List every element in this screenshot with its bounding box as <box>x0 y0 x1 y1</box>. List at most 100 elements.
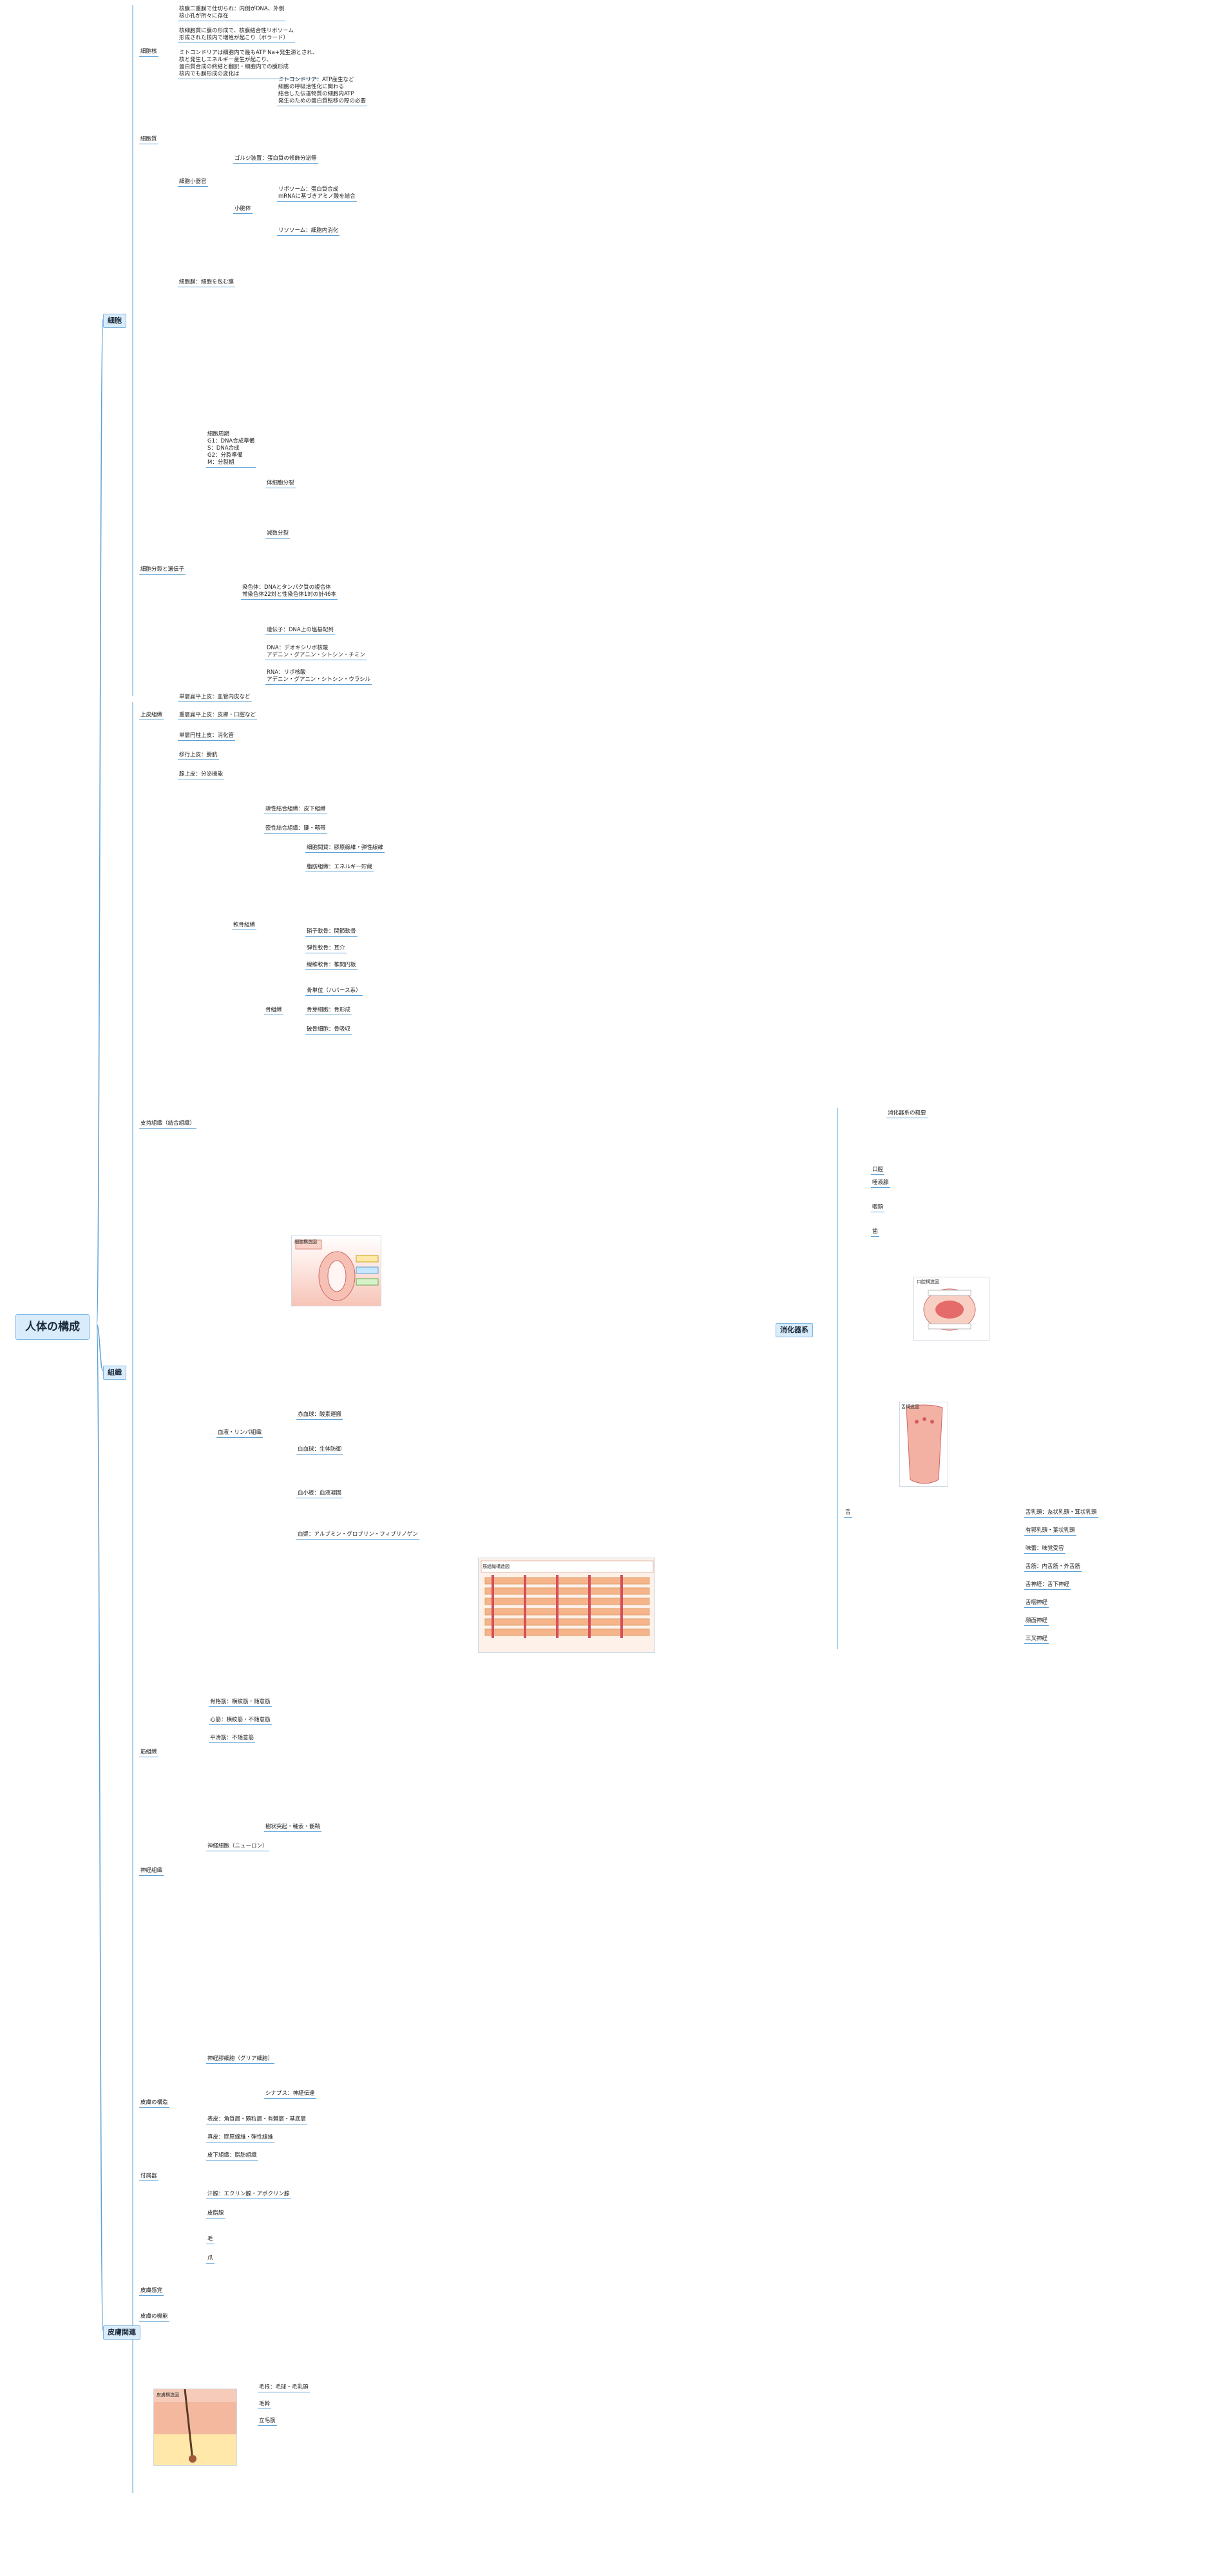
node-d_tongue8[interactable]: 三叉神経 <box>1024 1635 1049 1644</box>
node-d_tongue7[interactable]: 顔面神経 <box>1024 1617 1049 1626</box>
node-t_muscle[interactable]: 筋組織 <box>139 1748 158 1757</box>
node-c_rna[interactable]: RNA：リボ核酸 アデニン・グアニン・シトシン・ウラシル <box>265 669 372 685</box>
node-n3[interactable]: ミトコンドリアは細胞内で最もATP Na+発生源とされ、 核と発生しエネルギー産… <box>178 49 320 79</box>
node-c_lyso[interactable]: リソソーム：細胞内消化 <box>277 227 340 236</box>
node-s_epi[interactable]: 表皮：角質層・顆粒層・有棘層・基底層 <box>206 2115 308 2124</box>
node-c_meiosis[interactable]: 減数分裂 <box>265 530 291 539</box>
node-s_func[interactable]: 皮膚の機能 <box>139 2313 169 2322</box>
node-c_ribo[interactable]: リボソーム：蛋白質合成 mRNAに基づきアミノ酸を結合 <box>277 186 357 202</box>
skin-structure-graphic <box>154 2389 236 2465</box>
skin-structure-caption: 皮膚構造図 <box>157 2392 179 2398</box>
node-s_hair3[interactable]: 立毛筋 <box>258 2417 277 2426</box>
branch-digestive[interactable]: 消化器系 <box>776 1323 813 1337</box>
node-s_sebum[interactable]: 皮脂腺 <box>206 2209 225 2218</box>
branch-tissue[interactable]: 組織 <box>103 1366 126 1380</box>
node-t_blood3[interactable]: 血小板：血液凝固 <box>296 1489 343 1498</box>
node-t_bone1[interactable]: 骨単位（ハバース系） <box>305 987 363 996</box>
node-c_golgi[interactable]: ゴルジ装置：蛋白質の修飾分泌等 <box>233 155 318 164</box>
node-c_nucleus[interactable]: 細胞核 <box>139 48 158 57</box>
node-s_sense[interactable]: 皮膚感覚 <box>139 2287 164 2296</box>
node-s_append[interactable]: 付属器 <box>139 2172 158 2181</box>
node-t_conn2[interactable]: 密性結合組織：腱・靱帯 <box>264 825 327 834</box>
node-d_tongue5[interactable]: 舌神経：舌下神経 <box>1024 1581 1071 1590</box>
node-d_mouth[interactable]: 口腔 <box>871 1166 885 1175</box>
muscle-structure-caption: 筋組織構造図 <box>482 1564 510 1569</box>
node-c_cycle[interactable]: 細胞周期 G1：DNA合成準備 S：DNA合成 G2：分裂準備 M：分裂期 <box>206 430 256 468</box>
node-t_epi5[interactable]: 腺上皮：分泌機能 <box>178 770 225 779</box>
node-d_tongue6[interactable]: 舌咽神経 <box>1024 1599 1049 1608</box>
node-d_pharynx[interactable]: 咽頭 <box>871 1203 885 1212</box>
node-c_gene[interactable]: 遺伝子：DNA上の塩基配列 <box>265 626 335 635</box>
node-t_muscle1[interactable]: 骨格筋：横紋筋・随意筋 <box>209 1698 272 1707</box>
node-s_hair1[interactable]: 毛根：毛球・毛乳頭 <box>258 2383 310 2392</box>
node-t_conn3[interactable]: 細胞間質：膠原線維・弾性線維 <box>305 844 385 853</box>
node-c_er[interactable]: 小胞体 <box>233 205 253 214</box>
node-d_tongue[interactable]: 舌 <box>844 1509 852 1518</box>
node-d_tongue3[interactable]: 味蕾：味覚受容 <box>1024 1545 1065 1554</box>
node-c_dna[interactable]: DNA：デオキシリボ核酸 アデニン・グアニン・シトシン・チミン <box>265 644 367 660</box>
node-t_cart3[interactable]: 線維軟骨：椎間円板 <box>305 961 358 970</box>
node-s_sweat[interactable]: 汗腺：エクリン腺・アポクリン腺 <box>206 2190 291 2199</box>
node-t_nerve3[interactable]: 樹状突起・軸索・髄鞘 <box>264 1823 322 1832</box>
node-n1[interactable]: 核膜二重膜で仕切られ：内側がDNA、外側 核小孔が所々に存在 <box>178 5 286 21</box>
node-d_overview[interactable]: 消化器系の概要 <box>886 1109 928 1118</box>
tongue-structure-caption: 舌構造図 <box>901 1404 919 1409</box>
node-t_muscle2[interactable]: 心筋：横紋筋・不随意筋 <box>209 1716 272 1725</box>
node-c_mitosis[interactable]: 体細胞分裂 <box>265 479 296 488</box>
node-t_bone2[interactable]: 骨芽細胞：骨形成 <box>305 1006 352 1015</box>
node-t_bone[interactable]: 骨組織 <box>264 1006 283 1015</box>
node-t_conn1[interactable]: 疎性結合組織：皮下組織 <box>264 805 327 814</box>
node-c_body[interactable]: 細胞質 <box>139 135 158 144</box>
tongue-structure-graphic <box>906 1404 943 1484</box>
node-t_epi2[interactable]: 重層扁平上皮：皮膚・口腔など <box>178 711 258 720</box>
node-t_epi3[interactable]: 単層円柱上皮：消化管 <box>178 732 236 741</box>
node-t_blood1[interactable]: 赤血球：酸素運搬 <box>296 1411 343 1420</box>
node-n2[interactable]: 核細胞質に膜の形成で、核膜結合性リボソーム 形成された核内で増殖が起こり（ボラー… <box>178 27 295 43</box>
node-d_tongue2[interactable]: 有郭乳頭・葉状乳頭 <box>1024 1527 1076 1536</box>
node-t_conn[interactable]: 支持組織（結合組織） <box>139 1120 197 1129</box>
branch-cell[interactable]: 細胞 <box>103 314 126 328</box>
node-t_nerve[interactable]: 神経組織 <box>139 1867 164 1876</box>
muscle-structure-graphic <box>481 1560 654 1638</box>
node-d_tongue1[interactable]: 舌乳頭：糸状乳頭・茸状乳頭 <box>1024 1509 1098 1518</box>
node-c_organelle[interactable]: 細胞小器官 <box>178 178 208 187</box>
node-t_cart1[interactable]: 硝子軟骨：関節軟骨 <box>305 928 358 937</box>
node-t_nerve4[interactable]: シナプス：神経伝達 <box>264 2090 316 2099</box>
mouth-structure-image: 口腔構造図 <box>913 1277 989 1341</box>
connector-root-tissue <box>96 1324 104 1371</box>
node-t_epi[interactable]: 上皮組織 <box>139 711 164 720</box>
node-t_muscle3[interactable]: 平滑筋：不随意筋 <box>209 1734 256 1743</box>
skin-structure-image: 皮膚構造図 <box>153 2389 237 2466</box>
node-t_conn4[interactable]: 脂肪組織：エネルギー貯蔵 <box>305 863 374 872</box>
node-t_epi1[interactable]: 単層扁平上皮：血管内皮など <box>178 693 252 702</box>
node-s_hair2[interactable]: 毛幹 <box>258 2400 272 2409</box>
root-node[interactable]: 人体の構成 <box>15 1314 90 1340</box>
node-s_nail[interactable]: 爪 <box>206 2255 215 2264</box>
node-t_nerve1[interactable]: 神経細胞（ニューロン） <box>206 1842 269 1851</box>
node-s_sub[interactable]: 皮下組織：脂肪組織 <box>206 2151 258 2161</box>
node-c_mito[interactable]: ミトコンドリア：ATP産生など 細胞の呼吸活性化に関わる 結合した伝達物質の細胞… <box>277 76 368 106</box>
node-c_chromo[interactable]: 染色体：DNAとタンパク質の複合体 常染色体22対と性染色体1対の計46本 <box>241 584 338 600</box>
node-t_cart2[interactable]: 弾性軟骨：耳介 <box>305 944 347 953</box>
node-t_blood2[interactable]: 白血球：生体防御 <box>296 1445 343 1455</box>
node-t_nerve2[interactable]: 神経膠細胞（グリア細胞） <box>206 2055 275 2064</box>
node-t_blood[interactable]: 血液・リンパ組織 <box>216 1429 263 1438</box>
node-t_bone3[interactable]: 破骨細胞：骨吸収 <box>305 1026 352 1035</box>
node-c_membrane[interactable]: 細胞膜：細胞を包む膜 <box>178 278 236 287</box>
cell-structure-caption: 細胞構造図 <box>294 1239 317 1245</box>
node-s_hair[interactable]: 毛 <box>206 2235 215 2244</box>
node-s_dermis[interactable]: 真皮：膠原線維・弾性線維 <box>206 2133 275 2142</box>
node-t_cart[interactable]: 軟骨組織 <box>232 921 257 930</box>
muscle-structure-image: 筋組織構造図 <box>478 1558 655 1653</box>
node-c_division[interactable]: 細胞分裂と遺伝子 <box>139 566 186 575</box>
mouth-structure-graphic <box>923 1288 976 1331</box>
node-t_blood4[interactable]: 血漿：アルブミン・グロブリン・フィブリノゲン <box>296 1531 419 1540</box>
branch-skin[interactable]: 皮膚関連 <box>103 2325 140 2340</box>
node-d_teeth[interactable]: 歯 <box>871 1228 879 1237</box>
node-s_structure[interactable]: 皮膚の構造 <box>139 2099 169 2108</box>
node-d_tongue4[interactable]: 舌筋：内舌筋・外舌筋 <box>1024 1563 1082 1572</box>
node-t_epi4[interactable]: 移行上皮：膀胱 <box>178 751 219 760</box>
node-d_salivary[interactable]: 唾液腺 <box>871 1179 890 1188</box>
